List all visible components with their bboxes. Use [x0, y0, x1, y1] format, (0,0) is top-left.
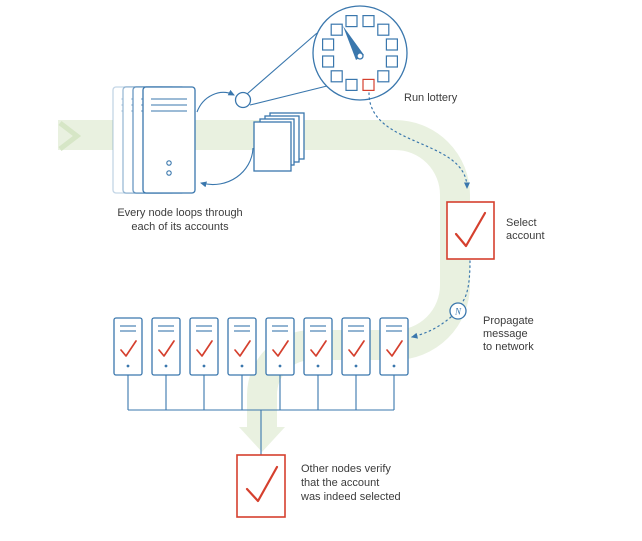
- flow-band-chevron-icon: [58, 121, 82, 151]
- network-node: [189, 317, 219, 376]
- network-node: [227, 317, 257, 376]
- server-front: [142, 86, 196, 194]
- zoom-cone-line: [246, 32, 318, 95]
- network-node: [379, 317, 409, 376]
- wheel-slot: [385, 55, 398, 68]
- propagate-label-line1: Propagate: [483, 315, 534, 327]
- wheel-slot: [322, 38, 335, 51]
- select-account-label-line2: account: [506, 230, 545, 242]
- account-document: [253, 121, 292, 172]
- wheel-slot: [377, 23, 390, 36]
- zoom-origin-circle: [234, 91, 252, 109]
- verify-label-line2: that the account: [301, 477, 379, 489]
- network-node: [303, 317, 333, 376]
- wheel-slot: [330, 70, 343, 83]
- network-node: [113, 317, 143, 376]
- wheel-needle-icon: [343, 26, 364, 60]
- wheel-slot: [345, 78, 358, 92]
- server-stack: [112, 86, 196, 194]
- dotted-connector-network-to-nodes: [411, 316, 452, 339]
- wheel-pivot-icon: [356, 52, 364, 60]
- node-bus: [127, 375, 395, 455]
- check-icon: [348, 340, 365, 357]
- wheel-slot: [345, 15, 358, 28]
- wheel-slots: [322, 15, 398, 92]
- network-node: [265, 317, 295, 376]
- check-icon: [386, 340, 403, 357]
- wheel-slot: [385, 38, 398, 51]
- server-led-icon: [166, 170, 172, 176]
- network-badge: N: [449, 302, 467, 320]
- wheel-slot: [330, 23, 343, 36]
- wheel-slot-selected: [362, 78, 375, 92]
- wheel-slot: [377, 70, 390, 83]
- verify-label-line1: Other nodes verify: [301, 463, 391, 475]
- run-lottery-label: Run lottery: [404, 92, 458, 104]
- check-icon: [310, 340, 327, 357]
- network-badge-letter: N: [454, 307, 462, 317]
- check-icon: [234, 340, 251, 357]
- verify-label-line3: was indeed selected: [300, 491, 401, 503]
- check-icon: [120, 340, 137, 357]
- network-node: [341, 317, 371, 376]
- server-led-icon: [166, 160, 172, 166]
- dotted-connector-select-to-network: [460, 260, 471, 305]
- propagate-label-line3: to network: [483, 341, 534, 353]
- loop-arrow-bottom-icon: [200, 147, 254, 188]
- verifier-node-row: [113, 317, 409, 376]
- node-loop-label-line1: Every node loops through: [117, 207, 242, 219]
- wheel-slot: [362, 15, 375, 28]
- loop-arrow-top-icon: [196, 89, 235, 113]
- verify-box: [236, 454, 286, 518]
- zoom-cone-line: [249, 85, 328, 106]
- check-icon: [196, 340, 213, 357]
- zoom-callout: [234, 32, 328, 109]
- propagate-label-line2: message: [483, 328, 528, 340]
- check-icon: [245, 465, 279, 503]
- loop-arrows: [196, 89, 254, 188]
- check-icon: [454, 211, 487, 248]
- wheel-slot: [322, 55, 335, 68]
- lottery-wheel: [312, 5, 408, 101]
- check-icon: [272, 340, 289, 357]
- flow-band-arrowhead: [239, 427, 285, 452]
- network-node: [151, 317, 181, 376]
- select-account-label-line1: Select: [506, 217, 537, 229]
- account-document-stack: [253, 112, 305, 172]
- select-account-box: [446, 201, 495, 260]
- node-loop-label-line2: each of its accounts: [131, 221, 229, 233]
- dotted-connector-lottery-to-select: [368, 92, 470, 189]
- check-icon: [158, 340, 175, 357]
